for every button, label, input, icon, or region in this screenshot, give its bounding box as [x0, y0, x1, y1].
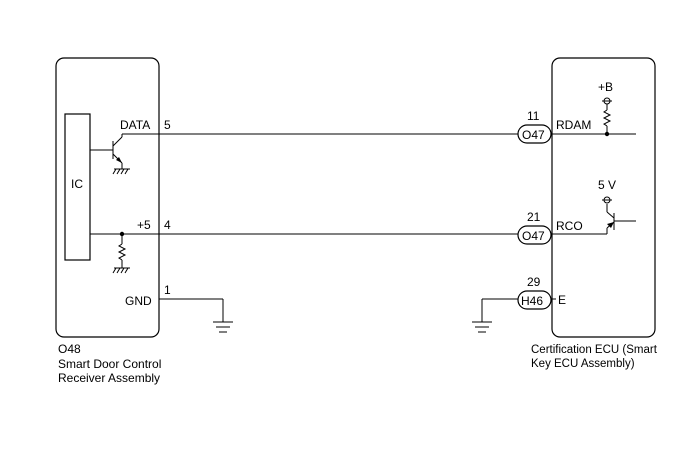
- rdam-pullup-resistor: [602, 109, 612, 127]
- certification-ecu-box: [551, 57, 656, 338]
- pin-label-data: DATA: [120, 118, 150, 132]
- plus5-resistor: [117, 243, 127, 261]
- data-ground-symbol: [112, 168, 130, 175]
- pin-number-21: 21: [527, 210, 541, 224]
- receiver-name-line2: Receiver Assembly: [58, 371, 160, 385]
- receiver-assembly: IC: [55, 57, 171, 385]
- pin-label-plus5: +5: [137, 218, 151, 232]
- receiver-name-line1: Smart Door Control: [58, 357, 161, 371]
- pin-label-rdam: RDAM: [556, 118, 591, 132]
- pin-number-11: 11: [527, 109, 540, 123]
- svg-text:O47: O47: [522, 128, 545, 142]
- pin-number-1: 1: [164, 283, 171, 297]
- receiver-assembly-box: [55, 57, 160, 338]
- svg-text:H46: H46: [521, 294, 543, 308]
- ic-block: [64, 113, 91, 261]
- supply-plus-b: +B: [598, 80, 613, 94]
- certification-ecu: O47 O47 H46 11 21 29 RDAM RCO E +B 5 V: [517, 57, 658, 370]
- pin-number-5: 5: [164, 118, 171, 132]
- pin-label-gnd: GND: [125, 294, 152, 308]
- plus5-ground-symbol: [112, 267, 130, 274]
- pin-number-4: 4: [164, 218, 171, 232]
- pin-number-29: 29: [527, 275, 541, 289]
- connector-h46-e: [517, 290, 552, 310]
- gnd-wire: [159, 298, 233, 333]
- e-ground-wire: [472, 298, 518, 333]
- receiver-code: O48: [58, 342, 81, 356]
- supply-5v: 5 V: [598, 178, 616, 192]
- data-transistor-symbol: [90, 133, 160, 169]
- pin-label-e: E: [558, 293, 566, 307]
- ecu-name-line1: Certification ECU (Smart: [531, 344, 658, 356]
- connector-o47-rco: [517, 225, 552, 245]
- svg-text:O47: O47: [522, 229, 545, 243]
- pin-label-rco: RCO: [556, 219, 583, 233]
- ecu-name-line2: Key ECU Assembly): [531, 358, 635, 370]
- ic-label: IC: [71, 177, 83, 191]
